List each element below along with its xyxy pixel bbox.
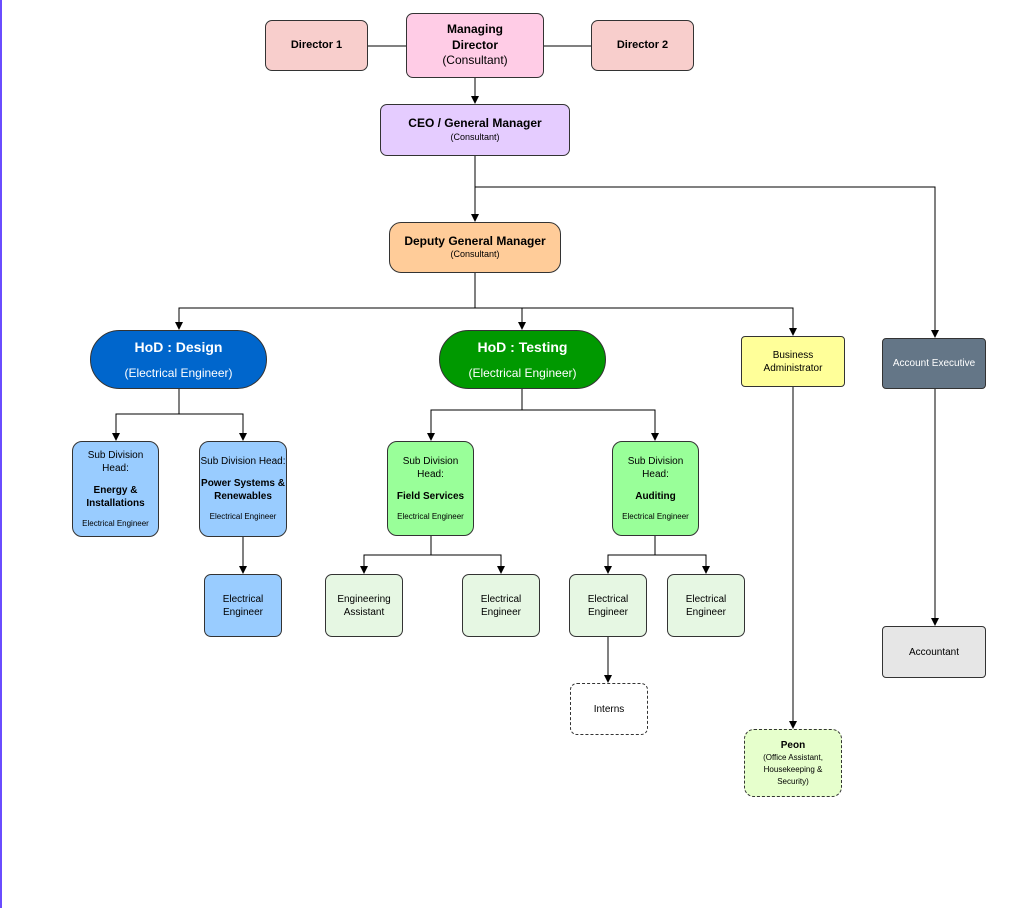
hod-design-node: HoD : Design (Electrical Engineer): [90, 330, 267, 389]
sublabel: Power Systems & Renewables: [201, 478, 285, 503]
interns-node: Interns: [570, 683, 648, 735]
accountant-node: Accountant: [882, 626, 986, 678]
dgm-node: Deputy General Manager(Consultant): [389, 222, 561, 273]
sublabel: (Consultant): [450, 131, 500, 142]
account-executive-node: Account Executive: [882, 338, 986, 389]
ceo-node: CEO / General Manager(Consultant): [380, 104, 570, 156]
label: Account Executive: [892, 358, 976, 369]
director-2-node: Director 2: [591, 20, 694, 71]
electrical-engineer-audit-1-node: Electrical Engineer: [569, 574, 647, 637]
role: Electrical Engineer: [397, 511, 464, 521]
label: HoD : Testing: [477, 338, 568, 355]
sublabel: (Electrical Engineer): [124, 365, 233, 380]
label: Sub Division Head:: [200, 456, 286, 468]
label: Electrical Engineer: [685, 593, 727, 618]
business-admin-node: Business Administrator: [741, 336, 845, 387]
label: Director 1: [290, 39, 343, 52]
label: Electrical Engineer: [222, 593, 264, 618]
sublabel: Auditing: [635, 490, 676, 502]
electrical-engineer-design-node: Electrical Engineer: [204, 574, 282, 637]
label: Director 2: [616, 39, 669, 52]
sublabel: (Consultant): [442, 53, 508, 68]
label: Sub Division Head:: [402, 455, 459, 480]
label: Managing Director: [447, 22, 503, 52]
label: Business Administrator: [763, 349, 823, 374]
electrical-engineer-audit-2-node: Electrical Engineer: [667, 574, 745, 637]
label: Interns: [593, 703, 625, 715]
label: Engineering Assistant: [337, 593, 391, 618]
electrical-engineer-field-node: Electrical Engineer: [462, 574, 540, 637]
peon-node: Peon(Office Assistant, Housekeeping & Se…: [744, 729, 842, 797]
label: HoD : Design: [134, 338, 223, 355]
role: Electrical Engineer: [622, 511, 689, 521]
sublabel: Energy & Installations: [86, 484, 145, 509]
sublabel: Field Services: [396, 490, 465, 502]
managing-director-node: Managing Director(Consultant): [406, 13, 544, 78]
role: Electrical Engineer: [82, 518, 149, 528]
label: Electrical Engineer: [480, 593, 522, 618]
label: Deputy General Manager: [404, 233, 546, 248]
sub-energy-node: Sub Division Head: Energy & Installations…: [72, 441, 159, 537]
sublabel: (Electrical Engineer): [468, 365, 577, 380]
role: Electrical Engineer: [209, 512, 277, 522]
hod-testing-node: HoD : Testing (Electrical Engineer): [439, 330, 606, 389]
sublabel: (Office Assistant, Housekeeping & Securi…: [763, 752, 823, 786]
label: Sub Division Head:: [627, 455, 684, 480]
label: Electrical Engineer: [587, 593, 629, 618]
sub-power-node: Sub Division Head: Power Systems & Renewa…: [199, 441, 287, 537]
label: Sub Division Head:: [87, 449, 144, 474]
label: Peon: [780, 739, 806, 751]
label: CEO / General Manager: [408, 116, 542, 131]
label: Accountant: [908, 646, 960, 658]
engineering-assistant-node: Engineering Assistant: [325, 574, 403, 637]
sublabel: (Consultant): [450, 249, 500, 260]
director-1-node: Director 1: [265, 20, 368, 71]
